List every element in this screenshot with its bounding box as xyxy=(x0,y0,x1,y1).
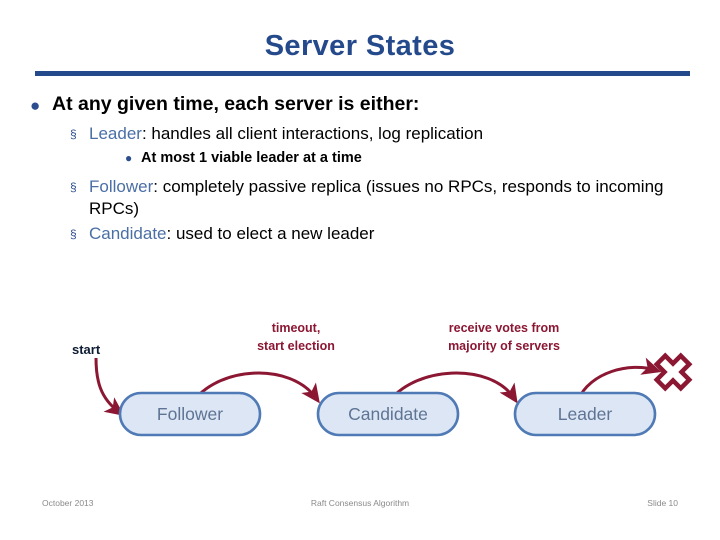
bullet-item-follower-text: Follower: completely passive replica (is… xyxy=(89,176,695,220)
state-node-candidate[interactable]: Candidate xyxy=(316,391,460,437)
bullet-subitem-leader-text: At most 1 viable leader at a time xyxy=(141,150,362,167)
state-node-follower[interactable]: Follower xyxy=(118,391,262,437)
bullet-square-icon: § xyxy=(70,226,77,241)
transition-arrow-candidate-leader xyxy=(386,371,518,404)
state-node-follower-box[interactable] xyxy=(118,391,262,437)
start-label: start xyxy=(72,342,101,357)
bullet-item-candidate-rest: : used to elect a new leader xyxy=(166,223,375,243)
bullet-level1: ● At any given time, each server is eith… xyxy=(30,92,695,116)
bullet-item-candidate: § Candidate: used to elect a new leader xyxy=(70,223,695,245)
state-machine-diagram: start timeout, start election receive vo… xyxy=(0,300,720,465)
state-node-candidate-box[interactable] xyxy=(316,391,460,437)
footer-subject: Raft Consensus Algorithm xyxy=(310,498,410,508)
transition-label-votes-line1: receive votes from xyxy=(449,321,559,335)
transition-label-votes-line2: majority of servers xyxy=(448,339,560,353)
bullet-level1-text: At any given time, each server is either… xyxy=(52,93,420,115)
bullet-item-leader-rest: : handles all client interactions, log r… xyxy=(141,124,484,144)
footer-date: October 2013 xyxy=(42,498,94,508)
bullet-item-candidate-text: Candidate: used to elect a new leader xyxy=(89,223,695,245)
footer-slide-number: Slide 10 xyxy=(647,498,678,508)
page-title: Server States xyxy=(264,30,456,62)
bullet-list: ● At any given time, each server is eith… xyxy=(30,92,695,248)
bullet-subitem-leader: ● At most 1 viable leader at a time xyxy=(125,149,695,167)
bullet-dot-icon: ● xyxy=(30,96,41,115)
bullet-square-icon: § xyxy=(70,179,77,194)
state-node-follower-label: Follower xyxy=(157,404,223,424)
keyword-candidate: Candidate xyxy=(89,223,167,243)
bullet-item-follower-rest: : completely passive replica (issues no … xyxy=(89,176,664,218)
title-divider xyxy=(35,71,690,76)
transition-arrow-follower-candidate xyxy=(190,371,320,404)
state-node-leader-label: Leader xyxy=(558,404,613,424)
state-node-leader[interactable]: Leader xyxy=(513,391,657,437)
transition-arrow-start xyxy=(94,357,125,416)
bullet-small-dot-icon: ● xyxy=(125,151,133,166)
burst-x-icon xyxy=(653,352,693,392)
bullet-item-follower: § Follower: completely passive replica (… xyxy=(70,176,695,220)
bullet-item-leader-text: Leader: handles all client interactions,… xyxy=(89,123,695,145)
transition-label-timeout-line1: timeout, xyxy=(272,321,321,335)
keyword-leader: Leader xyxy=(89,124,142,144)
state-node-candidate-label: Candidate xyxy=(348,404,428,424)
state-node-leader-box[interactable] xyxy=(513,391,657,437)
bullet-item-leader: § Leader: handles all client interaction… xyxy=(70,123,695,145)
slide-footer: October 2013 Raft Consensus Algorithm Sl… xyxy=(0,498,720,518)
keyword-follower: Follower xyxy=(89,176,154,196)
bullet-square-icon: § xyxy=(70,127,77,142)
transition-label-timeout-line2: start election xyxy=(257,339,335,353)
